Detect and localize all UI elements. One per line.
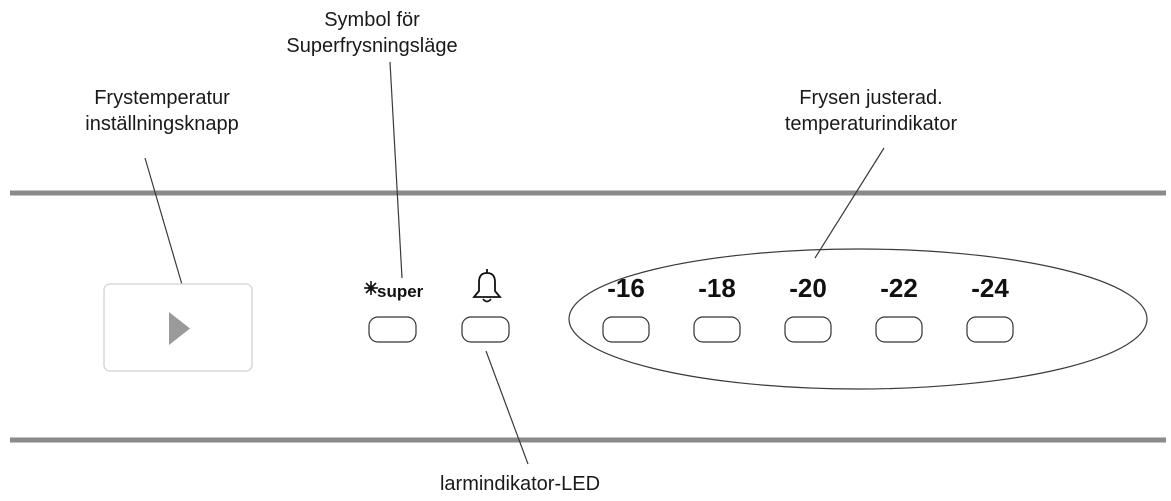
leader-alarm-led <box>485 350 529 465</box>
temperature-indicator-group <box>568 248 1148 390</box>
temperature-label: -20 <box>789 273 827 303</box>
callout-temp-indicator-line2: temperaturindikator <box>785 113 958 135</box>
temperature-led <box>966 316 1014 343</box>
temperature-label: -18 <box>698 273 736 303</box>
callout-alarm-led: larmindikator-LED <box>440 473 600 495</box>
temperature-led <box>693 316 741 343</box>
callout-temp-indicator-line1: Frysen justerad. <box>799 87 942 109</box>
temperature-label: -16 <box>607 273 645 303</box>
callout-super-symbol-line1: Symbol för <box>324 9 420 31</box>
temperature-label: -22 <box>880 273 918 303</box>
leader-button <box>144 157 184 289</box>
temperature-label: -24 <box>971 273 1009 303</box>
leader-super-symbol <box>389 61 403 279</box>
snowflake-icon <box>364 281 378 295</box>
super-label: super <box>377 282 424 301</box>
bell-icon <box>472 269 502 303</box>
temperature-indicators: -16 -18 -20 -22 -24 <box>602 273 1014 343</box>
temperature-setting-button[interactable] <box>103 283 253 372</box>
super-led <box>368 316 417 343</box>
leader-temp-indicator <box>814 147 885 259</box>
callout-super-symbol-line2: Superfrysningsläge <box>286 35 457 57</box>
play-triangle-icon <box>169 312 190 345</box>
callout-button-line1: Frystemperatur <box>94 87 230 109</box>
alarm-led <box>461 316 510 343</box>
temperature-led <box>784 316 832 343</box>
callout-button-line2: inställningsknapp <box>85 113 238 135</box>
temperature-led <box>602 316 650 343</box>
temperature-led <box>875 316 923 343</box>
